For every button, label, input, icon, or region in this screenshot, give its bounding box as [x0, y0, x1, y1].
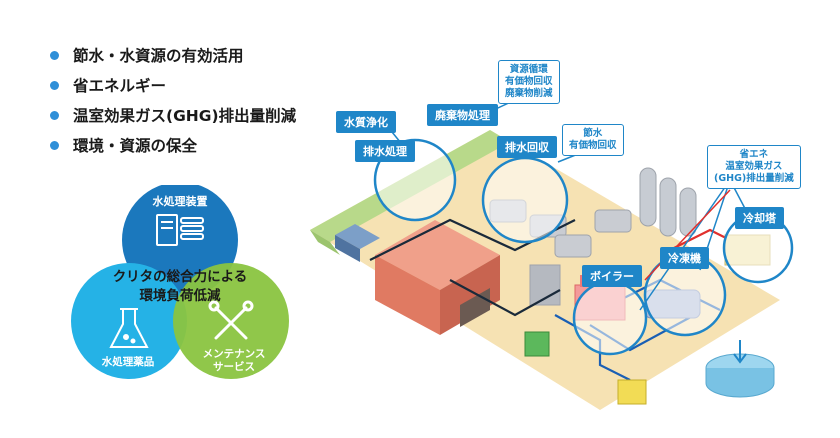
benefit-item: 省エネルギー: [50, 70, 296, 100]
benefit-text: 省エネルギー: [73, 77, 167, 95]
note-water-saving: 節水 有価物回収: [562, 124, 624, 156]
note-line: 資源循環: [509, 64, 548, 75]
bullet-dot-icon: [50, 110, 59, 120]
label-cooling-tower: 冷却塔: [735, 207, 784, 229]
equipment-icon: [156, 214, 204, 246]
note-line: 省エネ: [739, 149, 769, 160]
venn-center-line2: 環境負荷低減: [140, 287, 221, 304]
note-line: 廃棄物削減: [505, 88, 553, 99]
small-building: [335, 224, 380, 262]
label-wastewater-recovery: 排水回収: [497, 136, 557, 158]
benefit-item: 環境・資源の保全: [50, 130, 296, 160]
chemical-crates: [524, 331, 647, 405]
note-energy-saving: 省エネ 温室効果ガス (GHG)排出量削減: [707, 145, 801, 189]
label-wastewater-treatment: 排水処理: [355, 140, 415, 162]
note-line: 有価物回収: [505, 76, 553, 87]
plant-illustration: [310, 99, 794, 410]
factory-building: [375, 220, 500, 335]
flask-icon: [109, 308, 149, 348]
benefit-text: 温室効果ガス(GHG)排出量削減: [73, 107, 297, 125]
silos: [639, 167, 697, 237]
venn-label-equipment: 水処理装置: [153, 194, 208, 208]
label-boiler: ボイラー: [582, 265, 642, 287]
bullet-dot-icon: [50, 140, 59, 150]
benefit-text: 節水・水資源の有効活用: [73, 47, 244, 65]
note-line: 有価物回収: [569, 140, 617, 151]
venn-center-line1: クリタの総合力による: [113, 268, 248, 285]
label-refrigerator: 冷凍機: [660, 247, 709, 269]
tools-icon: [208, 300, 254, 340]
storage-tank: [705, 340, 775, 398]
venn-label-maintenance-1: メンテナンス: [203, 348, 266, 360]
label-water-purification: 水質浄化: [336, 111, 396, 133]
venn-circle-chemicals: [71, 263, 187, 379]
benefit-list: 節水・水資源の有効活用 省エネルギー 温室効果ガス(GHG)排出量削減 環境・資…: [50, 40, 296, 160]
note-line: 温室効果ガス: [725, 161, 783, 172]
benefit-item: 節水・水資源の有効活用: [50, 40, 296, 70]
venn-label-maintenance-2: サービス: [213, 360, 255, 373]
venn-diagram: 水処理装置 クリタの総合力による 環境負荷低減 水処理薬品 メンテナンス サービ…: [71, 185, 289, 379]
benefit-item: 温室効果ガス(GHG)排出量削減: [50, 100, 296, 130]
note-line: (GHG)排出量削減: [714, 173, 794, 184]
note-resource-circulation: 資源循環 有価物回収 廃棄物削減: [498, 60, 560, 104]
red-callout-lines: [644, 189, 731, 281]
benefit-text: 環境・資源の保全: [73, 137, 198, 155]
venn-label-chemicals: 水処理薬品: [101, 355, 155, 368]
bullet-dot-icon: [50, 80, 59, 90]
note-line: 節水: [583, 128, 603, 139]
bullet-dot-icon: [50, 50, 59, 60]
label-waste-treatment: 廃棄物処理: [427, 104, 498, 126]
